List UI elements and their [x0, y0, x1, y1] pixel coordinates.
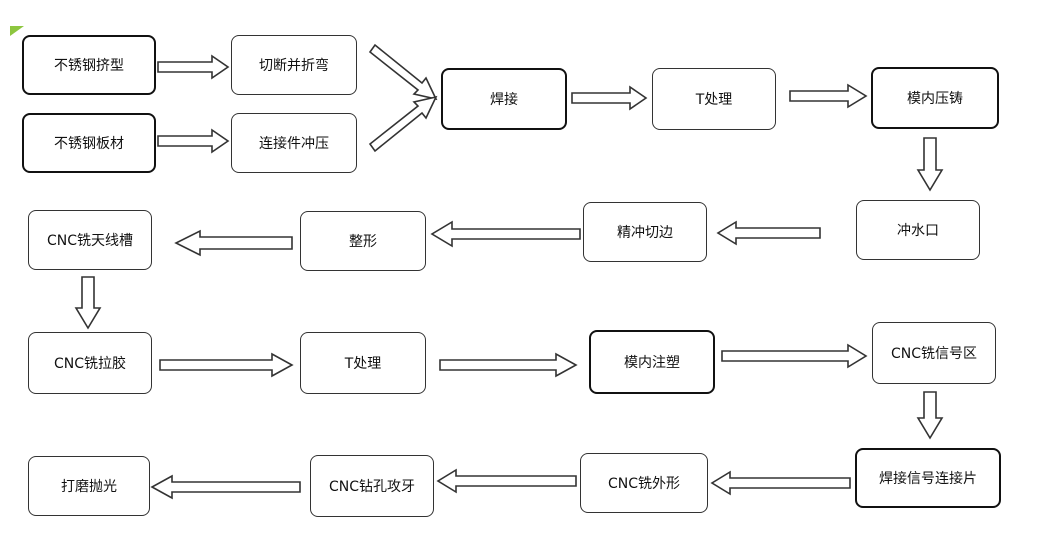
- arrow-weld-to-ttreat1: [571, 85, 648, 111]
- arrow-punch-to-trim: [716, 220, 821, 246]
- node-weld-signal-tab: 焊接信号连接片: [855, 448, 1001, 508]
- node-cut-bend: 切断并折弯: [231, 35, 357, 95]
- node-shaping: 整形: [300, 211, 426, 271]
- node-punch-gate: 冲水口: [856, 200, 980, 260]
- arrow-trim-to-shaping: [430, 220, 581, 248]
- node-t-treat-1: T处理: [652, 68, 776, 130]
- node-cnc-signal-area: CNC铣信号区: [872, 322, 996, 384]
- arrow-weldtab-to-outline: [710, 470, 851, 496]
- node-cnc-drill-tap: CNC钻孔攻牙: [310, 455, 434, 517]
- arrow-stamp-to-weld: [368, 95, 438, 153]
- node-t-treat-2: T处理: [300, 332, 426, 394]
- node-in-mold-injection: 模内注塑: [589, 330, 715, 394]
- node-grind-polish: 打磨抛光: [28, 456, 150, 516]
- node-sheet: 不锈钢板材: [22, 113, 156, 173]
- node-weld: 焊接: [441, 68, 567, 130]
- arrow-sheet-to-stamp: [157, 128, 230, 154]
- node-cnc-antenna-slot: CNC铣天线槽: [28, 210, 152, 270]
- arrow-extrusion-to-cutbend: [157, 54, 230, 80]
- node-fine-trim: 精冲切边: [583, 202, 707, 262]
- arrow-shaping-to-antenna: [174, 229, 293, 257]
- arrow-ttreat1-to-diecast: [789, 83, 868, 109]
- arrow-outline-to-drill: [436, 468, 577, 494]
- arrow-signal-to-weldtab: [916, 391, 944, 440]
- node-extrusion: 不锈钢挤型: [22, 35, 156, 95]
- arrow-antenna-to-glue: [74, 276, 102, 330]
- arrow-diecast-to-punch: [916, 137, 944, 192]
- arrow-injection-to-signal: [721, 343, 868, 369]
- node-cnc-glue: CNC铣拉胶: [28, 332, 152, 394]
- node-connector-stamp: 连接件冲压: [231, 113, 357, 173]
- node-cnc-outline: CNC铣外形: [580, 453, 708, 513]
- arrow-drill-to-polish: [150, 474, 301, 500]
- arrow-glue-to-ttreat2: [159, 352, 294, 378]
- node-in-mold-die-cast: 模内压铸: [871, 67, 999, 129]
- corner-mark-icon: [10, 26, 24, 36]
- arrow-ttreat2-to-injection: [439, 352, 578, 378]
- arrow-cutbend-to-weld: [368, 43, 438, 101]
